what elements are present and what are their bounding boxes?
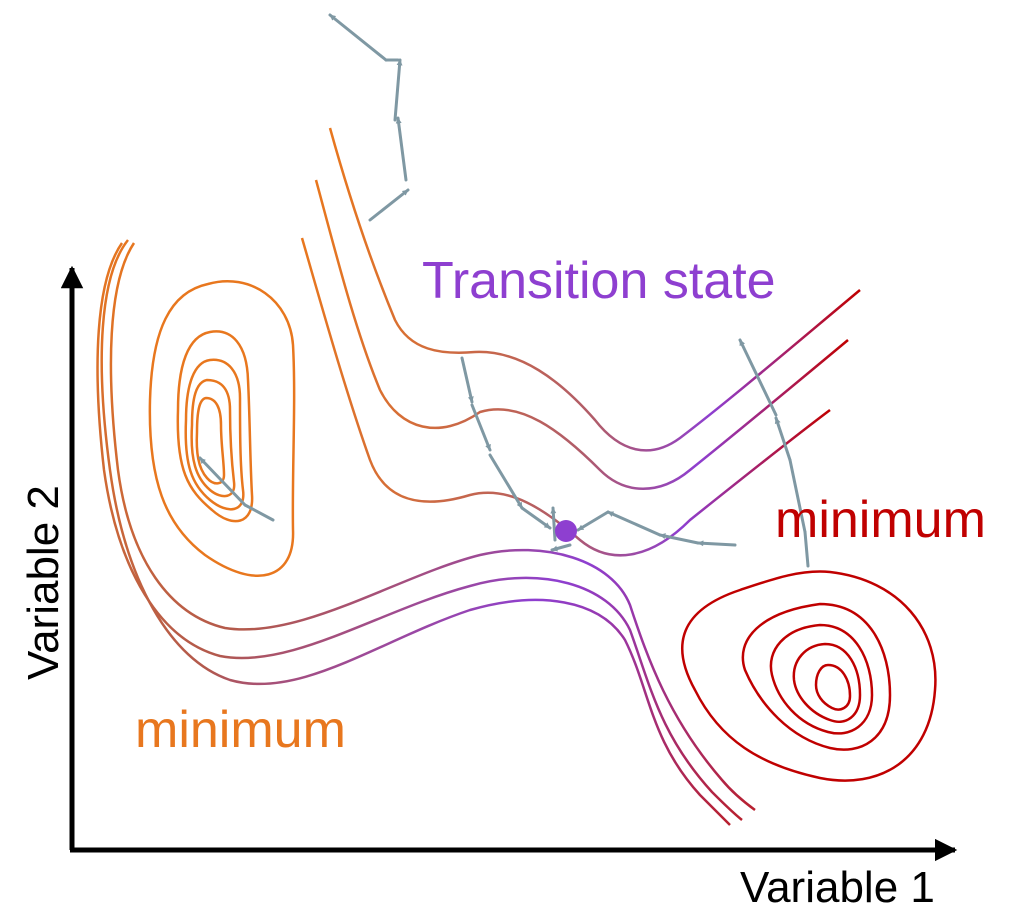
arrow-segment	[696, 540, 737, 547]
arrow-segment	[243, 503, 275, 522]
arrow-segment	[576, 510, 610, 532]
arrow-segment	[460, 356, 474, 404]
arrow-segment	[328, 13, 388, 62]
right-basin-contour-2	[741, 602, 892, 751]
arrow-segment	[550, 506, 557, 542]
left-basin-contour-5	[195, 396, 226, 485]
left-minimum-label: minimum	[135, 701, 346, 759]
arrow-segment	[198, 456, 247, 507]
arrow-segment	[520, 506, 552, 530]
left-minimum-basin	[148, 279, 296, 577]
arrow-segment	[368, 188, 410, 222]
arrow-segment	[550, 543, 572, 552]
left-basin-contour-1	[148, 279, 296, 577]
transition-state-point	[555, 520, 577, 542]
transition-state-label: Transition state	[422, 252, 776, 310]
outer-contour-3	[109, 242, 756, 812]
channel-contour-2	[314, 179, 849, 490]
left-basin-contour-4	[190, 378, 236, 498]
arrow-segment	[774, 416, 792, 462]
right-minimum-label: minimum	[775, 491, 986, 549]
right-minimum-basin	[681, 570, 937, 782]
arrow-segment	[470, 403, 492, 452]
left-basin-contour-2	[176, 330, 254, 523]
arrow-segment	[738, 338, 778, 417]
outer-contour-1	[100, 239, 731, 826]
axes	[60, 265, 958, 862]
y-axis-label: Variable 2	[19, 485, 68, 680]
right-basin-contour-4	[792, 642, 862, 723]
arrow-segment	[393, 58, 403, 122]
right-basin-contour-1	[681, 570, 937, 782]
x-axis-label: Variable 1	[740, 863, 935, 912]
arrow-segment	[395, 116, 408, 182]
reaction-pathway-arrows	[198, 13, 810, 568]
arrow-segment	[788, 458, 807, 534]
arrow-segment	[488, 453, 524, 510]
outer-contour-2	[96, 242, 743, 821]
left-basin-contour-3	[184, 358, 245, 511]
arrow-segment	[803, 530, 810, 568]
right-basin-contour-3	[769, 623, 874, 735]
arrow-segment	[606, 510, 662, 537]
channel-contour-1	[328, 127, 861, 452]
right-basin-contour-5	[814, 663, 852, 711]
outer-valley-contours	[96, 239, 756, 826]
arrow-segment	[658, 533, 700, 545]
